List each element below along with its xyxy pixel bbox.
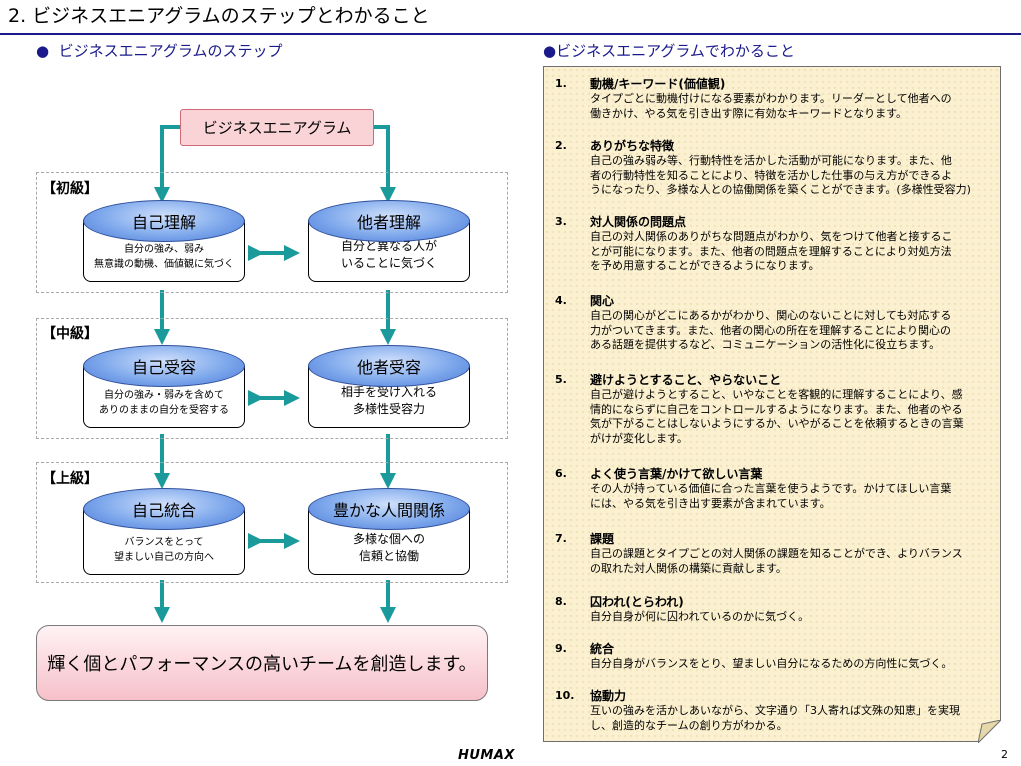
item-number: 9. [555, 642, 567, 655]
item-description: 自分自身がバランスをとり、望ましい自分になるための方向性に気づく。 [590, 657, 953, 670]
start-box: ビジネスエニアグラム [180, 109, 374, 146]
item-title: 協動力 [590, 689, 627, 703]
rich-relations-node: 豊かな人間関係 [308, 488, 470, 530]
level-2-label: 【中級】 [42, 326, 98, 342]
right-section-title: ●ビジネスエニアグラムでわかること [543, 42, 795, 60]
item-title: 動機/キーワード(価値観) [590, 77, 726, 91]
page-title: 2. ビジネスエニアグラムのステップとわかること [8, 5, 430, 27]
item-description: 自己の対人関係のありがちな問題点がわかり、気をつけて他者と接するこ とが可能にな… [590, 230, 953, 272]
left-section-title-text: ビジネスエニアグラムのステップ [58, 42, 283, 60]
item-title: 課題 [590, 532, 615, 546]
item-description: 互いの強みを活かしあいながら、文字通り「3人寄れば文殊の知恵」を実現 し、創造的… [590, 704, 960, 732]
item-description: その人が持っている価値に合った言葉を使うようです。かけてほしい言葉 には、やる気… [590, 482, 952, 510]
item-title: 関心 [590, 294, 615, 308]
item-number: 4. [555, 294, 567, 307]
item-number: 8. [555, 595, 567, 608]
level-1-frame [36, 172, 508, 293]
level-3-label: 【上級】 [42, 471, 98, 487]
title-underline [0, 33, 1021, 35]
self-acceptance-node: 自己受容 [83, 345, 245, 387]
item-number: 7. [555, 532, 567, 545]
self-understanding-node: 自己理解 [83, 200, 245, 242]
page-curl-icon [978, 720, 1001, 743]
item-number: 5. [555, 373, 567, 386]
result-box: 輝く個とパフォーマンスの高いチームを創造します。 [36, 625, 488, 701]
item-number: 10. [555, 689, 575, 702]
others-acceptance-node: 他者受容 [308, 345, 470, 387]
findings-panel [543, 66, 1001, 742]
item-number: 1. [555, 77, 567, 90]
level-3-frame [36, 462, 508, 583]
item-description: 自己の関心がどこにあるかがわかり、関心のないことに対しても対応する 力がついてき… [590, 309, 952, 351]
item-title: よく使う言葉/かけて欲しい言葉 [590, 467, 763, 481]
item-description: 自己が避けようとすること、いやなことを客観的に理解することにより、感 情的になら… [590, 388, 964, 445]
bullet-icon: ● [36, 42, 50, 60]
item-title: 囚われ(とらわれ) [590, 595, 684, 609]
level-1-label: 【初級】 [42, 181, 98, 197]
item-description: タイプごとに動機付けになる要素がわかります。リーダーとして他者への 働きかけ、や… [590, 92, 952, 120]
item-title: 統合 [590, 642, 615, 656]
others-understanding-node: 他者理解 [308, 200, 470, 242]
page-number: 2 [1001, 748, 1008, 761]
company-logo: HUMAX [458, 748, 515, 763]
item-description: 自分自身が何に囚われているのかに気づく。 [590, 610, 810, 623]
item-title: ありがちな特徴 [590, 139, 675, 153]
item-number: 2. [555, 139, 567, 152]
item-title: 対人関係の問題点 [590, 215, 687, 229]
item-number: 6. [555, 467, 567, 480]
left-section-title: ● ビジネスエニアグラムのステップ [36, 41, 282, 61]
self-integration-node: 自己統合 [83, 488, 245, 530]
item-number: 3. [555, 215, 567, 228]
level-2-frame [36, 318, 508, 439]
item-description: 自己の強み弱み等、行動特性を活かした活動が可能になります。また、他 者の行動特性… [590, 154, 971, 196]
item-title: 避けようとすること、やらないこと [590, 373, 782, 387]
item-description: 自己の課題とタイプごとの対人関係の課題を知ることができ、よりバランス の取れた対… [590, 547, 963, 575]
